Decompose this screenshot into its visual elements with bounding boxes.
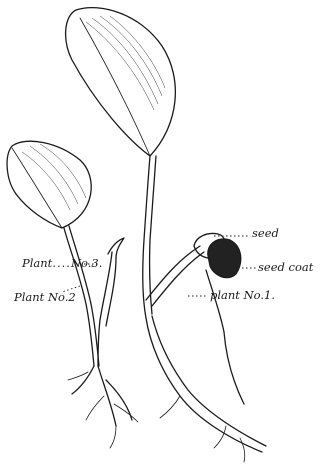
plant-2-label: Plant No.2 [14, 292, 76, 304]
roots [68, 316, 266, 462]
small-leaf [7, 141, 91, 228]
plant-1-label: plant No.1. [210, 290, 275, 302]
large-leaf [66, 8, 176, 156]
plant-3-label: Plant....No.3. [22, 258, 102, 270]
seed-coat [206, 239, 241, 332]
plant-3-prefix: Plant [22, 256, 52, 270]
seed-label: seed [252, 228, 279, 240]
plant-3-number: No.3. [71, 256, 102, 270]
seed-coat-label: seed coat [258, 262, 313, 274]
